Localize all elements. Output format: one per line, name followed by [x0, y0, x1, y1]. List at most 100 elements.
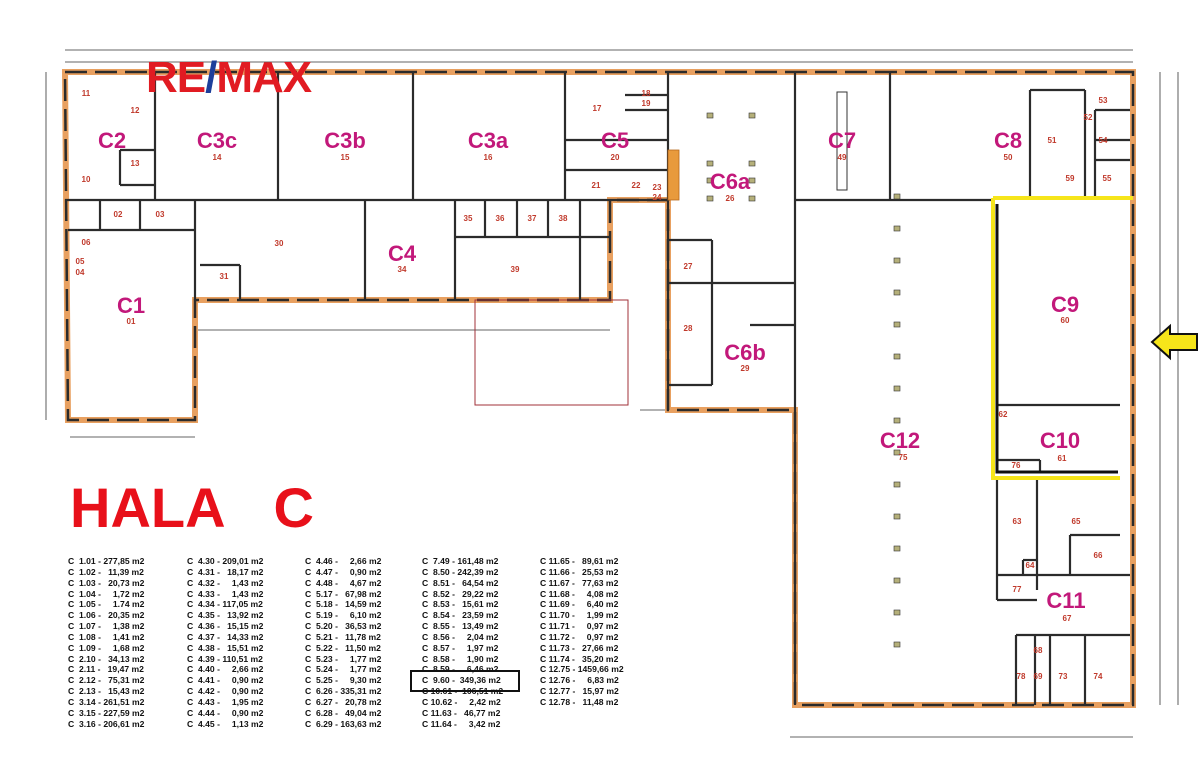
zone-label: C3b: [324, 128, 366, 153]
area-table-row: C 4.44 - 0,90 m2: [187, 707, 264, 718]
room-number: 19: [642, 99, 651, 108]
room-number: 29: [741, 364, 750, 373]
area-table-row: C 4.33 - 1,43 m2: [187, 588, 264, 599]
room-number: 62: [999, 410, 1008, 419]
area-table-row: C 5.23 - 1,77 m2: [305, 653, 382, 664]
area-table-row: C 7.49 - 161,48 m2: [422, 556, 499, 566]
room-number: 30: [275, 239, 284, 248]
room-number: 63: [1013, 517, 1022, 526]
room-number: 02: [114, 210, 123, 219]
column: [893, 353, 901, 360]
room-number: 14: [213, 153, 222, 162]
room-number: 59: [1066, 174, 1075, 183]
hall-title-letter: C: [273, 476, 314, 539]
zone-label: C2: [98, 128, 126, 153]
zone-label: C12: [880, 428, 920, 453]
room-number: 65: [1072, 517, 1081, 526]
room-number: 35: [464, 214, 473, 223]
room-number: 36: [496, 214, 505, 223]
zone-label: C3c: [197, 128, 237, 153]
zone-label: C4: [388, 241, 417, 266]
area-table-row: C 9.60 - 349,36 m2: [422, 675, 501, 686]
room-number: 69: [1034, 672, 1043, 681]
room-number: 10: [82, 175, 91, 184]
area-table-row: C 4.32 - 1,43 m2: [187, 577, 264, 588]
area-table-row: C 1.02 - 11,39 m2: [68, 566, 144, 577]
room-number: 17: [593, 104, 602, 113]
area-table-row: C 6.29 - 163,63 m2: [305, 718, 382, 729]
area-table-row: C 4.35 - 13,92 m2: [187, 610, 264, 621]
room-number: 11: [82, 89, 91, 98]
room-number: 52: [1084, 113, 1093, 122]
area-table-row: C 8.57 - 1,97 m2: [422, 642, 499, 653]
area-table-row: C 5.17 - 67,98 m2: [305, 588, 382, 599]
room-number: 12: [131, 106, 140, 115]
column: [893, 417, 901, 424]
room-number: 49: [838, 153, 847, 162]
area-table-row: C 1.07 - 1,38 m2: [68, 621, 145, 632]
room-number: 21: [592, 181, 601, 190]
area-table-row: C 4.47 - 0,90 m2: [305, 566, 382, 577]
column: [893, 385, 901, 392]
zone-label: C11: [1046, 588, 1085, 613]
area-table-row: C 4.37 - 14,33 m2: [187, 631, 264, 642]
area-table-row: C 8.54 - 23,59 m2: [422, 610, 499, 621]
area-table-row: C 1.06 - 20,35 m2: [68, 610, 145, 621]
room-number: 15: [341, 153, 350, 162]
room-number: 31: [220, 272, 229, 281]
room-number: 20: [611, 153, 620, 162]
room-number: 03: [156, 210, 165, 219]
column: [893, 257, 901, 264]
area-table-row: C 5.21 - 11,78 m2: [305, 631, 381, 642]
column: [893, 577, 901, 584]
room-number: 64: [1026, 561, 1035, 570]
zone-label: C3a: [468, 128, 509, 153]
column: [748, 112, 756, 119]
hall-title-word: HALA: [70, 476, 226, 539]
area-table-row: C 3.14 - 261,51 m2: [68, 696, 145, 707]
area-table-row: C 12.77 - 15,97 m2: [540, 686, 619, 697]
area-table-row: C 11.71 - 0,97 m2: [540, 621, 619, 632]
area-table-row: C 12.75 - 1459,66 m2: [540, 664, 624, 675]
highlighted-area-box: [410, 670, 520, 692]
area-table-row: C 6.28 - 49,04 m2: [305, 707, 382, 718]
zone-label: C6a: [710, 169, 751, 194]
area-table-row: C 1.08 - 1,41 m2: [68, 631, 145, 642]
room-number: 06: [82, 238, 91, 247]
zone-label: C6b: [724, 340, 766, 365]
column: [893, 225, 901, 232]
c9-highlight-outline: [991, 196, 1133, 480]
logo-slash: /: [205, 53, 217, 102]
room-number: 34: [398, 265, 407, 274]
zone-label: C1: [117, 293, 145, 318]
area-table-row: C 5.24 - 1,77 m2: [305, 664, 382, 675]
area-table-row: C 11.66 - 25,53 m2: [540, 566, 619, 577]
room-number: 51: [1048, 136, 1057, 145]
room-number: 73: [1059, 672, 1068, 681]
area-table-row: C 4.34 - 117,05 m2: [187, 599, 263, 610]
zone-label: C8: [994, 128, 1022, 153]
area-table-row: C 4.48 - 4,67 m2: [305, 577, 382, 588]
interior-walls: [65, 72, 1130, 705]
area-table-row: C 11.65 - 89,61 m2: [540, 556, 619, 566]
room-number: 13: [131, 159, 140, 168]
area-table-row: C 3.16 - 206,61 m2: [68, 718, 145, 729]
room-number: 18: [642, 89, 651, 98]
room-number: 39: [511, 265, 520, 274]
room-number: 05: [76, 257, 85, 266]
room-number: 23: [653, 183, 662, 192]
area-table-row: C 1.04 - 1,72 m2: [68, 588, 145, 599]
column: [706, 112, 714, 119]
area-table-row: C 1.09 - 1,68 m2: [68, 642, 145, 653]
area-table-row: C 11.67 - 77,63 m2: [540, 577, 619, 588]
column: [748, 177, 756, 184]
room-number: 60: [1061, 316, 1070, 325]
room-number: 27: [684, 262, 693, 271]
room-number: 22: [632, 181, 641, 190]
area-table-row: C 11.72 - 0,97 m2: [540, 631, 619, 642]
